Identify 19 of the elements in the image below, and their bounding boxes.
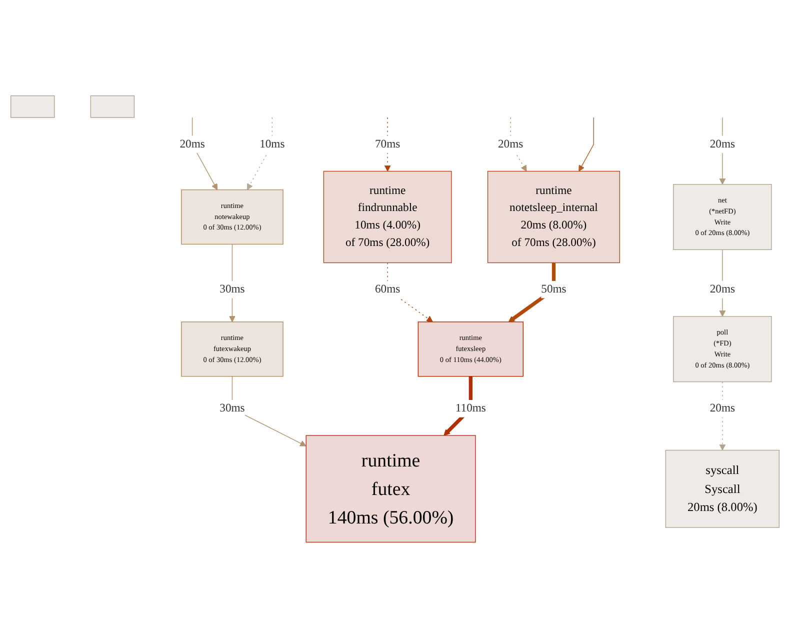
edge-label: 60ms <box>374 283 400 296</box>
edge-label: 50ms <box>541 283 566 296</box>
edge-label: 110ms <box>455 402 486 414</box>
edge-label: 20ms <box>498 138 524 150</box>
edge-label: 20ms <box>710 402 736 414</box>
edge-label: 30ms <box>220 283 245 296</box>
node-box <box>90 95 135 118</box>
edge-label: 70ms <box>374 138 400 150</box>
edge-label: 10ms <box>260 138 285 150</box>
node-box: runtime notetsleep_internal 20ms (8.00%) of 70ms (28.00%) <box>487 170 620 264</box>
arrow <box>578 117 594 172</box>
edge-label: 30ms <box>220 402 245 414</box>
node-box <box>10 95 55 118</box>
edge-label: 20ms <box>180 138 205 150</box>
node-box: runtime findrunnable 10ms (4.00%) of 70ms (28.00%) <box>323 170 452 264</box>
node-box: runtime futex 140ms (56.00%) <box>306 435 476 543</box>
node-box: syscall Syscall 20ms (8.00%) <box>665 450 780 528</box>
edge-label: 20ms <box>710 138 736 150</box>
edge-label: 20ms <box>710 283 736 296</box>
